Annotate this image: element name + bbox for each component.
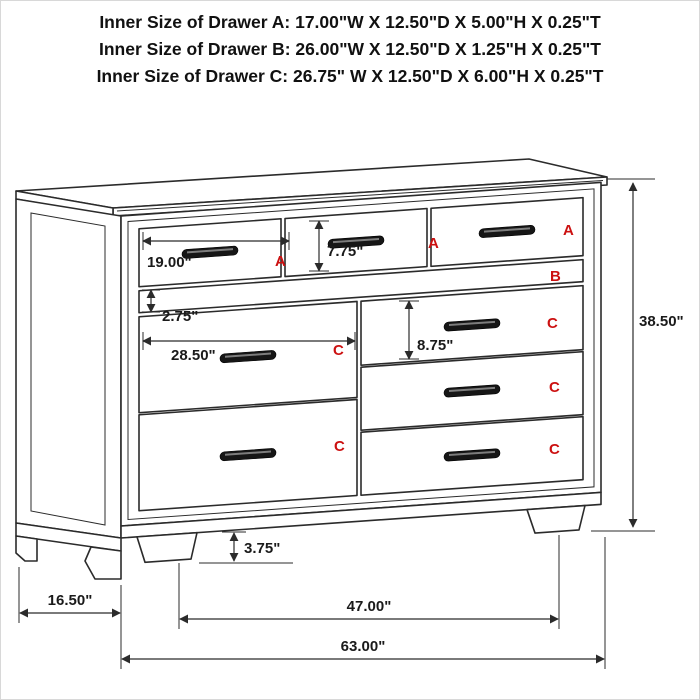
drawer-handle [219,350,277,364]
side-front-foot [84,546,122,580]
dim-drawer-c-width: 28.50" [142,332,356,364]
dim-drawer-a-width: 19.00" [142,232,290,271]
front-left-foot [136,531,198,564]
svg-text:28.50": 28.50" [171,347,216,364]
dim-side-depth: 16.50" [18,567,121,623]
side-back-foot [15,535,38,562]
drawer-a-spec-line: Inner Size of Drawer A: 17.00"W X 12.50"… [99,12,601,32]
drawer-b-spec-line: Inner Size of Drawer B: 26.00"W X 12.50"… [99,39,601,59]
svg-text:47.00": 47.00" [347,598,392,615]
dresser-side-panel [15,198,122,580]
label-drawer-a1: A [275,253,286,270]
drawer-handle [181,245,239,259]
label-drawer-c-right-top: C [547,315,558,332]
label-drawer-c-left-top: C [333,342,344,359]
dim-drawer-c-height: 8.75" [399,300,453,360]
svg-text:8.75": 8.75" [417,337,453,354]
dim-foot-height: 3.75" [199,531,293,564]
dim-drawer-a-height: 7.75" [309,220,363,272]
base-rail [120,491,602,539]
drawer-handle [443,448,501,462]
drawer-b-glitter-front [138,258,584,314]
drawer-handle [478,225,536,238]
svg-text:7.75": 7.75" [327,243,363,260]
drawer-letter-labels: A A A B C C C C C [275,222,574,458]
dresser-front-face [120,181,602,564]
drawer-handle [443,384,501,398]
drawer-handle [327,235,385,249]
dim-overall-width: 63.00" [120,537,606,669]
svg-text:38.50": 38.50" [639,313,684,330]
label-drawer-b: B [550,268,561,285]
svg-text:3.75": 3.75" [244,540,280,557]
drawer-c-spec-line: Inner Size of Drawer C: 26.75" W X 12.50… [96,66,604,86]
svg-text:19.00": 19.00" [147,254,192,271]
drawer-handle [219,448,277,462]
label-drawer-c-left-bottom: C [334,438,345,455]
svg-text:63.00": 63.00" [341,638,386,655]
label-drawer-c-right-bottom: C [549,441,560,458]
dresser-top-panel [15,158,608,217]
dim-feet-span: 47.00" [178,535,560,629]
svg-text:2.75": 2.75" [162,308,198,325]
drawer-handle [443,318,501,332]
svg-text:16.50": 16.50" [48,592,93,609]
dim-overall-height: 38.50" [591,178,684,532]
front-right-foot [526,504,586,534]
spec-header: Inner Size of Drawer A: 17.00"W X 12.50"… [1,9,699,90]
label-drawer-c-right-middle: C [549,379,560,396]
label-drawer-a2: A [428,235,439,252]
label-drawer-a3: A [563,222,574,239]
dim-drawer-b-height: 2.75" [142,289,198,325]
